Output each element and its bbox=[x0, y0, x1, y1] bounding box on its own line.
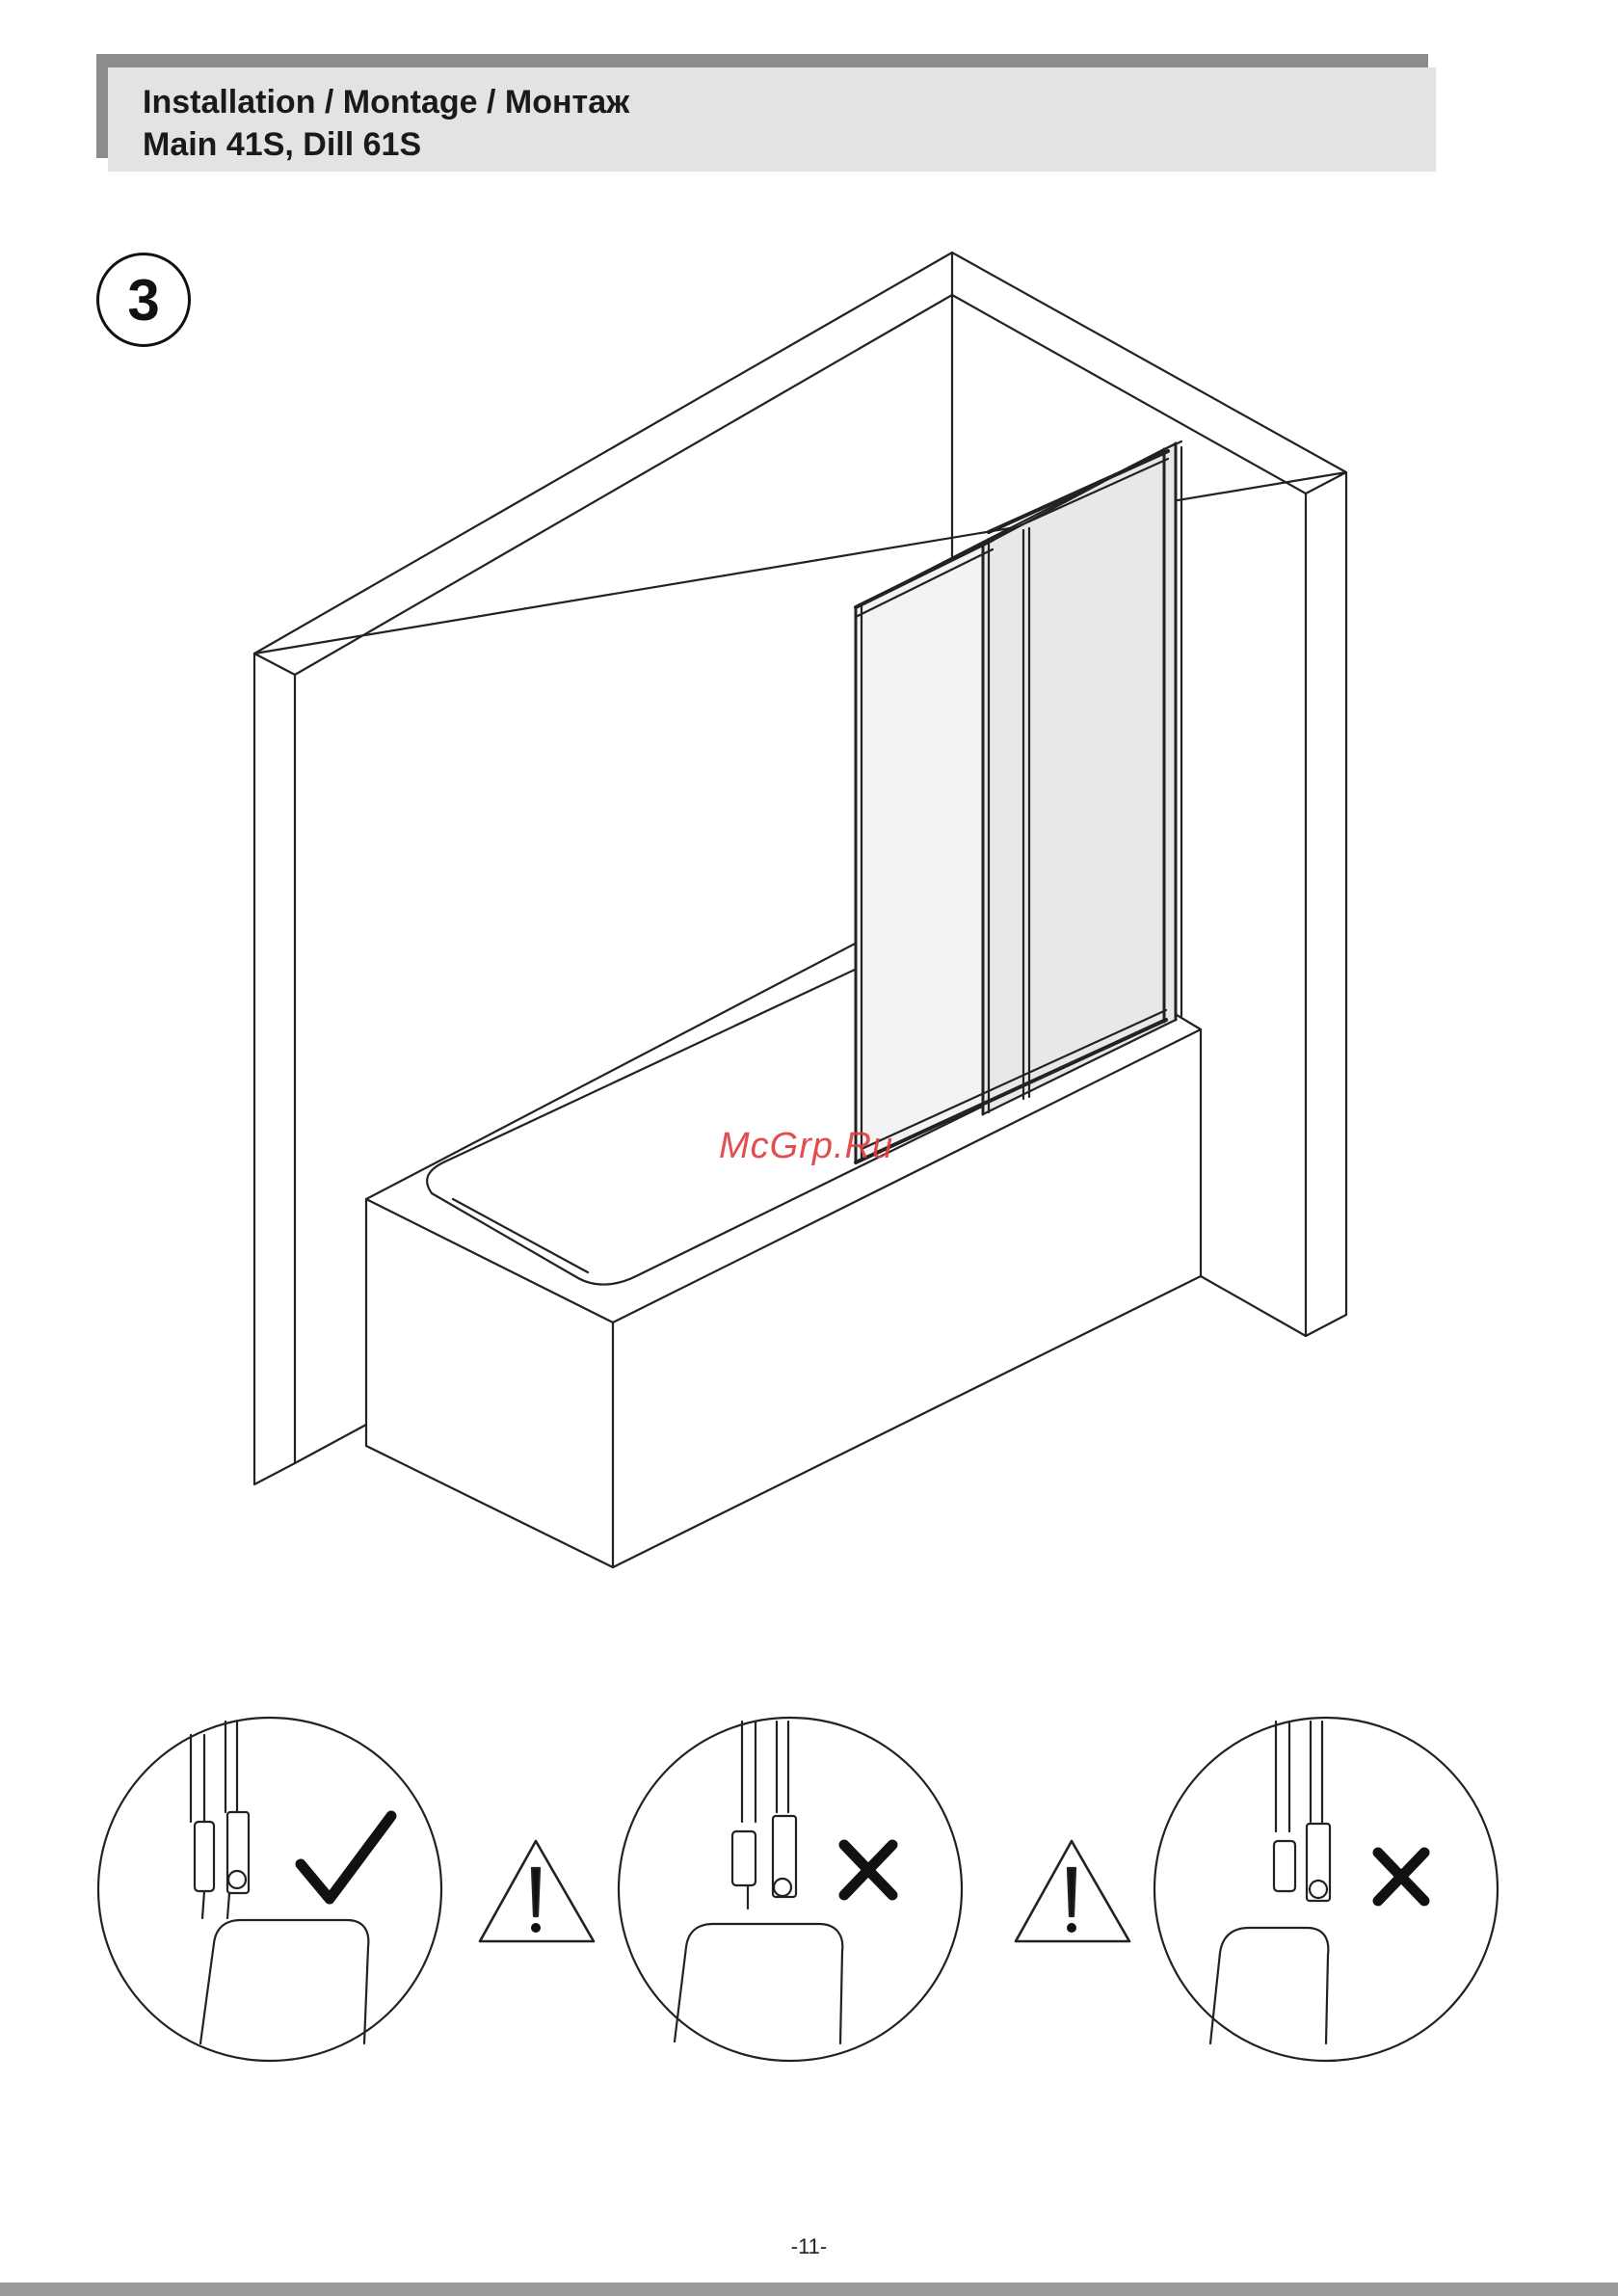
cross-icon-1 bbox=[844, 1845, 892, 1895]
footer-bar bbox=[0, 2283, 1618, 2296]
cross-icon-2 bbox=[1378, 1853, 1424, 1901]
check-icon bbox=[301, 1816, 391, 1899]
warning-icon-1 bbox=[480, 1841, 594, 1941]
detail-circle-incorrect-1 bbox=[619, 1718, 962, 2061]
page-number: -11- bbox=[0, 2234, 1618, 2259]
detail-circle-incorrect-2 bbox=[1154, 1718, 1498, 2061]
detail-circle-correct bbox=[98, 1718, 441, 2061]
warning-icon-2 bbox=[1016, 1841, 1129, 1941]
bath-screen bbox=[856, 441, 1181, 1162]
watermark-text: McGrp.Ru bbox=[719, 1126, 893, 1167]
